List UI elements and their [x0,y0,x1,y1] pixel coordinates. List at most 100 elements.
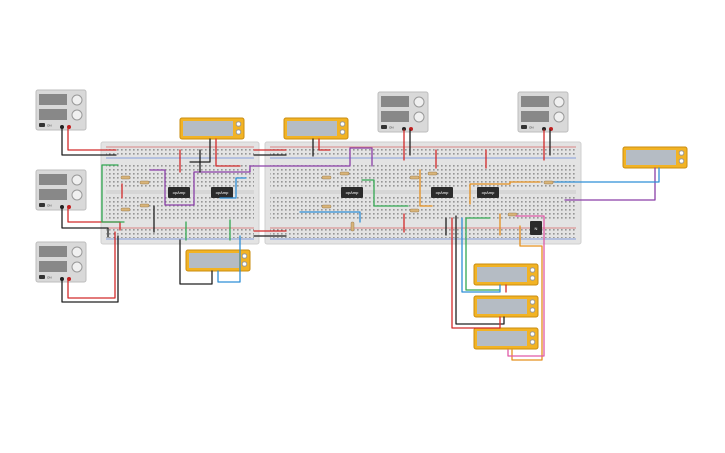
knob-icon[interactable] [71,246,83,258]
switch-label: ON [389,126,394,130]
resistor-icon[interactable] [427,171,438,176]
wire[interactable] [67,207,121,231]
wire[interactable] [451,217,501,329]
opamp-chip-5[interactable]: opAmp [477,187,499,198]
knob-icon[interactable] [553,96,565,108]
switch-label: ON [47,124,52,128]
power-supply-3[interactable]: ON [35,241,87,283]
opamp-chip-4[interactable]: opAmp [431,187,453,198]
wire[interactable] [67,231,116,299]
power-supply-2[interactable]: ON [35,169,87,211]
knob-icon[interactable] [235,121,242,127]
power-switch-icon[interactable] [39,123,45,127]
resistor-icon[interactable] [139,203,150,208]
wires[interactable] [61,127,660,361]
wire[interactable] [299,211,361,223]
knob-icon[interactable] [71,189,83,201]
resistor-icon[interactable] [543,180,554,185]
probe-terminal-icon[interactable] [402,127,406,131]
knob-icon[interactable] [339,121,346,127]
wire[interactable] [461,217,501,293]
knob-icon[interactable] [413,96,425,108]
power-supply-5[interactable]: ON [517,91,569,133]
power-switch-icon[interactable] [381,125,387,129]
wire[interactable] [507,215,545,357]
knob-icon[interactable] [71,174,83,186]
wire[interactable] [554,167,660,183]
resistor-icon[interactable] [321,204,332,209]
wire[interactable] [419,169,433,207]
transistor-chip[interactable]: N [530,221,542,235]
breadboard-right[interactable] [264,141,582,245]
power-supply-1[interactable]: ON [35,89,87,131]
power-switch-icon[interactable] [39,203,45,207]
chip-label: opAmp [436,190,449,195]
probe-terminal-icon[interactable] [542,127,546,131]
knob-icon[interactable] [71,261,83,273]
switch-label: ON [47,204,52,208]
multimeter-4[interactable] [185,249,251,272]
chip-label: opAmp [216,190,229,195]
resistor-icon[interactable] [409,208,420,213]
knob-icon[interactable] [529,275,536,281]
wire[interactable] [469,181,541,205]
resistor-icon[interactable] [409,175,420,180]
wire[interactable] [61,207,109,238]
power-switch-icon[interactable] [521,125,527,129]
resistor-icon[interactable] [321,175,332,180]
knob-icon[interactable] [678,158,685,164]
knob-icon[interactable] [553,111,565,123]
wire[interactable] [318,138,331,151]
wire[interactable] [564,167,656,201]
probe-terminal-icon[interactable] [60,205,64,209]
knob-icon[interactable] [71,94,83,106]
knob-icon[interactable] [71,109,83,121]
knob-icon[interactable] [529,331,536,337]
wire[interactable] [215,138,241,167]
knob-icon[interactable] [529,339,536,345]
wire[interactable] [61,235,119,303]
knob-icon[interactable] [529,307,536,313]
multimeter-6[interactable] [473,295,539,318]
resistor-icon[interactable] [120,175,131,180]
knob-icon[interactable] [529,299,536,305]
wire[interactable] [179,239,213,285]
wire[interactable] [67,127,117,151]
probe-terminal-icon[interactable] [60,277,64,281]
opamp-chip-2[interactable]: opAmp [211,187,233,198]
knob-icon[interactable] [339,129,346,135]
knob-icon[interactable] [413,111,425,123]
wire[interactable] [511,225,543,361]
multimeter-1[interactable] [179,117,245,140]
power-switch-icon[interactable] [39,275,45,279]
opamp-chip-3[interactable]: opAmp [341,187,363,198]
opamp-chip-1[interactable]: opAmp [168,187,190,198]
multimeter-3[interactable] [622,146,688,169]
wire[interactable] [101,164,125,223]
probe-terminal-icon[interactable] [60,125,64,129]
wire[interactable] [217,235,241,283]
power-supply-4[interactable]: ON [377,91,429,133]
multimeter-7[interactable] [473,327,539,350]
knob-icon[interactable] [241,253,248,259]
resistor-icon[interactable] [350,221,355,232]
resistor-icon[interactable] [120,207,131,212]
wire[interactable] [149,147,373,206]
knob-icon[interactable] [241,261,248,267]
wire[interactable] [189,138,211,163]
multimeter-5[interactable] [473,263,539,286]
knob-icon[interactable] [678,150,685,156]
resistors [120,171,554,232]
knob-icon[interactable] [235,129,242,135]
wire[interactable] [61,127,117,156]
multimeter-2[interactable] [283,117,349,140]
wire[interactable] [219,177,247,199]
resistor-icon[interactable] [139,180,150,185]
wire[interactable] [361,179,409,207]
wire[interactable] [455,215,505,325]
resistor-icon[interactable] [507,212,518,217]
knob-icon[interactable] [529,267,536,273]
resistor-icon[interactable] [339,171,350,176]
wire[interactable] [465,217,501,291]
